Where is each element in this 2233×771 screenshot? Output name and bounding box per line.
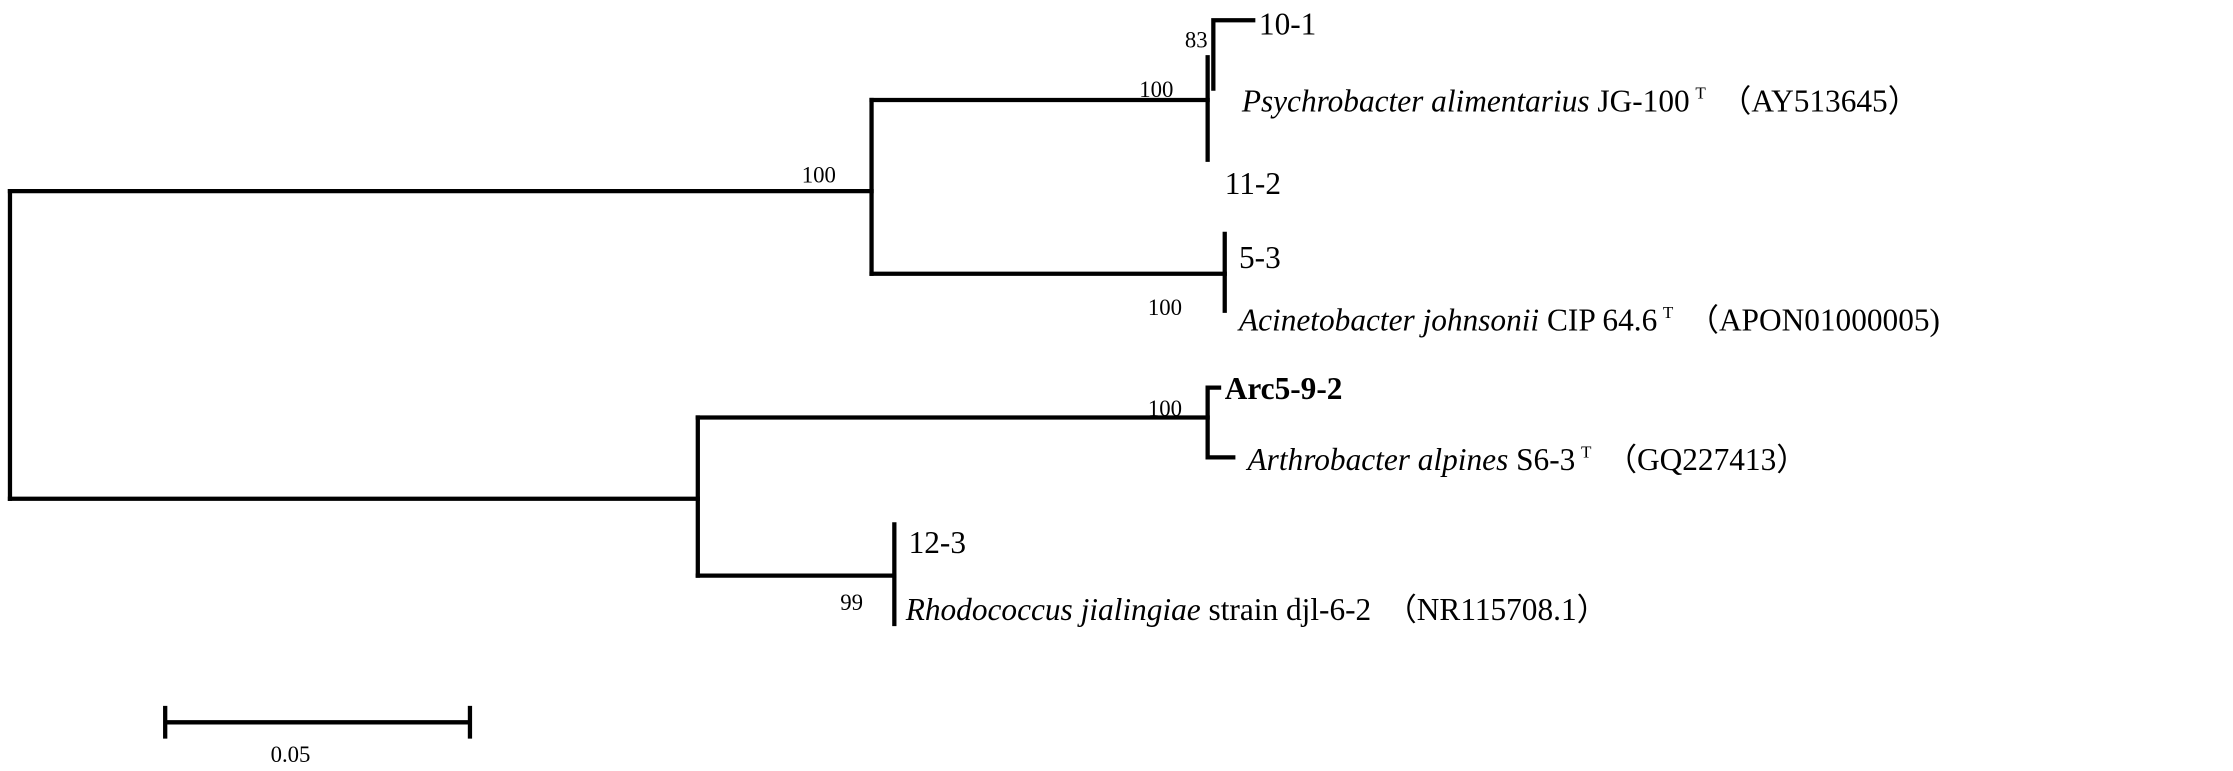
- bootstrap-values: 100 83 100 100 100 99: [802, 27, 1208, 615]
- leaf-rhodococcus: Rhodococcus jialingiae strain djl-6-2（NR…: [905, 592, 1608, 627]
- node-10-1: [1211, 18, 1256, 91]
- leaf-5-3: 5-3: [1239, 240, 1281, 275]
- bootstrap-value: 100: [1148, 396, 1182, 421]
- node-arthrobacter: [1205, 385, 1236, 460]
- bootstrap-value: 100: [1148, 295, 1182, 320]
- leaf-arc5-9-2: Arc5-9-2: [1225, 371, 1343, 406]
- leaf-12-3: 12-3: [909, 525, 966, 560]
- bootstrap-value: 83: [1185, 27, 1208, 52]
- bootstrap-value: 99: [840, 590, 863, 615]
- leaf-10-1: 10-1: [1259, 6, 1316, 41]
- bootstrap-value: 100: [802, 163, 836, 188]
- leaf-11-2: 11-2: [1225, 166, 1281, 201]
- scale-bar-line: [163, 705, 473, 739]
- scale-bar: 0.05: [163, 705, 473, 767]
- scale-bar-label: 0.05: [271, 742, 311, 767]
- bootstrap-value: 100: [1139, 77, 1173, 102]
- tree-branches: [7, 18, 1256, 627]
